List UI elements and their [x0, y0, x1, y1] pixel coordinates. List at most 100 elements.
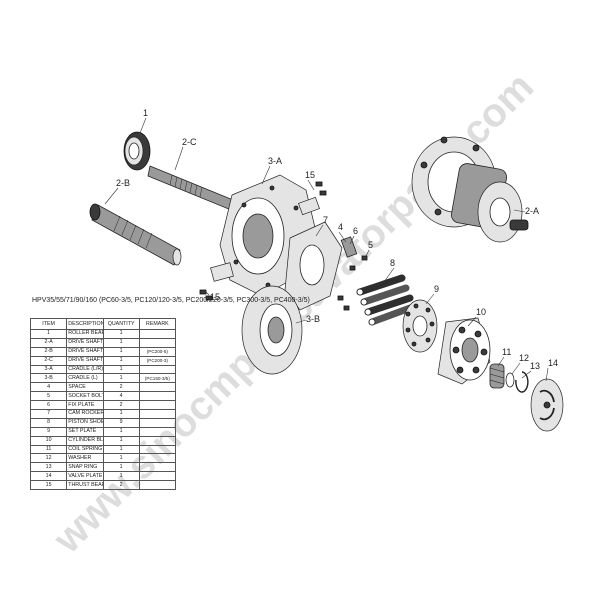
- table-cell-description: SOCKET BOLT: [66, 391, 104, 402]
- table-cell-item: 8: [29, 417, 68, 428]
- callout-14: 14: [548, 358, 558, 368]
- space-part: [340, 236, 358, 258]
- snap-ring-part: [515, 371, 529, 393]
- table-cell-quantity: 2: [102, 480, 140, 491]
- table-cell-description: VALVE PLATE (L/R): [66, 471, 104, 482]
- piston-shoe-part: [356, 274, 414, 326]
- table-cell-item: 14: [29, 471, 68, 482]
- table-cell-item: 2-B: [29, 346, 68, 357]
- table-cell-remark: [138, 382, 177, 393]
- drive-shaft-2b-part: [89, 203, 182, 266]
- table-cell-description: CAM ROCKER: [66, 409, 104, 419]
- leader-lines: [104, 117, 549, 382]
- table-cell-remark: [138, 480, 177, 491]
- coil-spring-part: [489, 363, 505, 389]
- callout-6: 6: [353, 226, 358, 236]
- table-cell-description: FIX PLATE: [66, 400, 104, 411]
- callout-10: 10: [476, 307, 486, 317]
- table-cell-remark: (PC200-5): [138, 346, 177, 357]
- table-cell-item: 2-A: [29, 337, 68, 348]
- table-cell-quantity: 1: [102, 337, 140, 348]
- table-cell-remark: [138, 400, 177, 411]
- table-cell-item: 12: [29, 453, 68, 464]
- table-cell-description: COIL SPRING: [66, 444, 104, 455]
- header-description: DESCRIPTION: [66, 318, 104, 330]
- header-remark: REMARK: [138, 318, 177, 330]
- table-cell-item: 6: [29, 400, 68, 411]
- thrust-bearing-part: [199, 181, 327, 301]
- table-cell-quantity: 1: [102, 329, 140, 339]
- callout-11: 11: [502, 347, 511, 357]
- cradle-3b-part: [241, 285, 303, 375]
- table-cell-remark: [138, 409, 177, 419]
- table-cell-quantity: 2: [102, 382, 140, 393]
- table-cell-quantity: 1: [102, 364, 140, 375]
- callout-7: 7: [323, 215, 328, 225]
- callout-8: 8: [390, 258, 395, 268]
- table-cell-remark: [138, 364, 177, 375]
- table-cell-quantity: 1: [102, 462, 140, 473]
- socket-bolt-part: [337, 255, 368, 311]
- callout-12: 12: [519, 353, 529, 363]
- table-cell-item: 15: [29, 480, 68, 491]
- table-cell-quantity: 1: [102, 444, 140, 455]
- table-cell-quantity: 1: [102, 453, 140, 464]
- callout-13: 13: [530, 361, 540, 371]
- table-cell-remark: [138, 329, 177, 339]
- table-cell-item: 3-B: [29, 373, 68, 384]
- table-cell-description: THRUST BEARING: [66, 480, 104, 491]
- callout-3b: 3-B: [306, 314, 320, 324]
- table-cell-description: SPACE: [66, 382, 104, 393]
- table-header-row: ITEM DESCRIPTION QUANTITY REMARK: [29, 318, 177, 330]
- callout-5: 5: [368, 240, 373, 250]
- table-cell-item: 5: [29, 391, 68, 402]
- table-cell-remark: [138, 471, 177, 482]
- table-cell-quantity: 1: [102, 426, 140, 437]
- table-cell-item: 3-A: [29, 364, 68, 375]
- table-cell-item: 2-C: [29, 355, 68, 366]
- table-cell-description: WASHER: [66, 453, 104, 464]
- series-title: HPV35/55/71/90/160 (PC60-3/5, PC120/120-…: [32, 297, 310, 304]
- table-cell-item: 9: [29, 426, 68, 437]
- callout-2b: 2-B: [116, 178, 130, 188]
- table-cell-quantity: 1: [102, 409, 140, 419]
- table-cell-item: 4: [29, 382, 68, 393]
- fix-plate-part: [210, 196, 320, 282]
- header-quantity: QUANTITY: [102, 318, 140, 330]
- table-cell-quantity: 1: [102, 346, 140, 357]
- table-cell-description: SNAP RING: [66, 462, 104, 473]
- callout-2a: 2-A: [525, 206, 539, 216]
- table-cell-description: CRADLE (L): [66, 373, 104, 384]
- valve-plate-part: [530, 378, 564, 432]
- washer-part: [505, 372, 515, 388]
- cam-rocker-part: [284, 221, 343, 311]
- table-cell-description: CYLINDER BLOCK: [66, 435, 104, 446]
- table-cell-remark: [138, 391, 177, 402]
- header-item: ITEM: [29, 318, 68, 330]
- set-plate-part: [402, 299, 438, 353]
- table-cell-remark: (PC200-3): [138, 355, 177, 366]
- roller-bearing-part: [123, 131, 151, 171]
- table-cell-remark: [138, 337, 177, 348]
- callout-9: 9: [434, 284, 439, 294]
- callout-4: 4: [338, 222, 343, 232]
- table-cell-item: 13: [29, 462, 68, 473]
- drive-shaft-2c-part: [147, 165, 242, 214]
- callout-labels: 1 2-C 2-B 3-A 15 7 4 6 5 8 9 10 11 12 13…: [116, 108, 558, 371]
- table-cell-quantity: 1: [102, 471, 140, 482]
